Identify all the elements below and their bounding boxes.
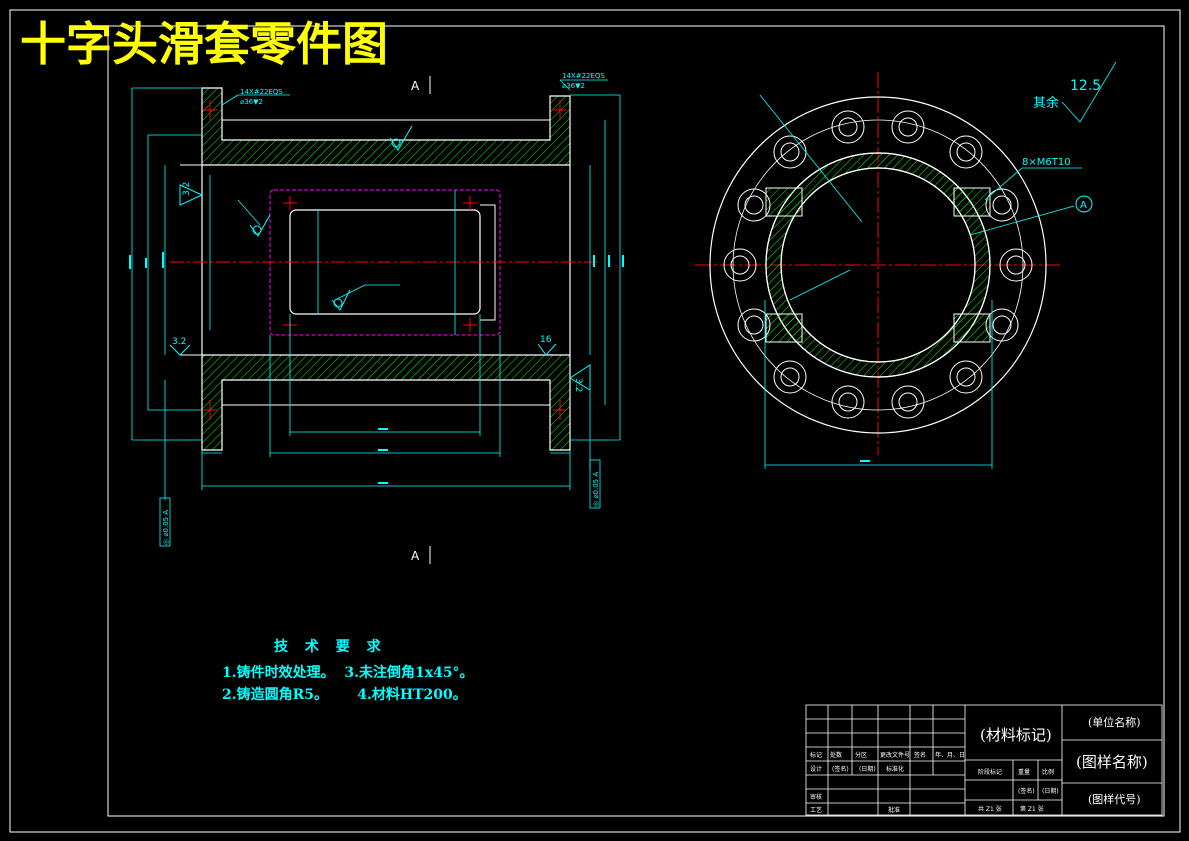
svg-text:◎ ⌀0.05 A: ◎ ⌀0.05 A <box>592 472 600 507</box>
svg-text:更改文件号: 更改文件号 <box>880 751 910 759</box>
svg-text:(图样名称): (图样名称) <box>1076 753 1148 771</box>
svg-text:标准化: 标准化 <box>886 765 904 773</box>
hatched-wall-top <box>201 87 571 166</box>
end-view: A 8×M6T10 其余 12.5 <box>695 61 1117 469</box>
roughness-left-top: 3.2 <box>182 182 192 196</box>
requirement-item-3: 3.未注倒角1x45°。 <box>344 665 474 681</box>
requirements-row-2: 2.铸造圆角R5。 4.材料HT200。 <box>222 684 474 706</box>
svg-text:设计: 设计 <box>810 765 822 773</box>
roughness-right-side: 3.2 <box>573 378 583 392</box>
section-mark-top: A <box>411 79 420 93</box>
requirement-item-4: 4.材料HT200。 <box>357 687 467 703</box>
bore-circle <box>780 167 976 363</box>
title-block <box>805 704 1163 816</box>
requirement-item-1: 1.铸件时效处理。 <box>222 665 335 681</box>
datum-marker <box>1075 195 1093 213</box>
svg-text:重量: 重量 <box>1018 768 1030 776</box>
roughness-left-bottom: 3.2 <box>172 337 186 347</box>
technical-requirements-heading: 技 术 要 求 <box>274 639 387 655</box>
roughness-right-bottom: 16 <box>540 335 552 345</box>
bolt-circle <box>732 119 1024 411</box>
svg-text:比例: 比例 <box>1042 768 1054 776</box>
inner-frame <box>107 25 1165 817</box>
roughness-symbol-left-bottom <box>169 344 191 356</box>
svg-text:审核: 审核 <box>810 793 822 801</box>
svg-text:分区: 分区 <box>855 751 867 759</box>
svg-text:标记: 标记 <box>810 751 822 759</box>
section-view: A A <box>129 72 624 564</box>
rib-blocks <box>765 187 991 343</box>
requirements-row-1: 1.铸件时效处理。 3.未注倒角1x45°。 <box>222 662 474 684</box>
thread-callout-right: 14X#22EQS <box>562 72 605 80</box>
depth-callout-left: ⌀36▼2 <box>240 98 263 106</box>
hatched-wall-bottom <box>201 354 571 451</box>
bolt-hole-callout: 8×M6T10 <box>1022 157 1071 168</box>
svg-text:◎ ⌀0.05 A: ◎ ⌀0.05 A <box>162 510 170 545</box>
thread-callout-left: 14X#22EQS <box>240 88 283 96</box>
svg-text:共 Z1 张: 共 Z1 张 <box>978 805 1002 813</box>
drawing-title: 十字头滑套零件图 <box>20 17 388 71</box>
roughness-symbol-window <box>249 214 351 311</box>
technical-requirements: 技 术 要 求 1.铸件时效处理。 3.未注倒角1x45°。 2.铸造圆角R5。… <box>222 636 474 706</box>
dimension-value-marks <box>129 252 624 484</box>
svg-text:(日期): (日期) <box>859 765 876 773</box>
roughness-symbol-top <box>389 125 413 151</box>
roughness-symbol-right-bottom <box>537 343 557 356</box>
svg-text:(材料标记): (材料标记) <box>980 726 1052 744</box>
svg-text:(图样代号): (图样代号) <box>1088 792 1141 806</box>
svg-text:批准: 批准 <box>888 806 900 814</box>
svg-text:(签名): (签名) <box>1018 787 1035 795</box>
roughness-symbol-left-top <box>179 184 204 206</box>
svg-text:阶段标记: 阶段标记 <box>978 768 1002 776</box>
svg-text:(单位名称): (单位名称) <box>1088 715 1141 729</box>
svg-text:第 Z1 张: 第 Z1 张 <box>1020 805 1044 813</box>
section-mark-bottom: A <box>411 549 420 563</box>
roughness-rest-value: 12.5 <box>1070 78 1101 94</box>
svg-text:(签名): (签名) <box>832 765 849 773</box>
svg-text:工艺: 工艺 <box>810 806 822 814</box>
flange-outer-circle <box>709 96 1047 434</box>
tolerance-frame-left: ◎ ⌀0.05 A <box>159 497 171 547</box>
datum-label: A <box>1080 200 1087 211</box>
outer-frame <box>9 9 1181 833</box>
svg-text:处数: 处数 <box>830 751 842 759</box>
tolerance-frame-right: ◎ ⌀0.05 A <box>589 459 601 509</box>
roughness-rest-label: 其余 <box>1033 95 1059 111</box>
end-view-dimensions <box>759 61 1117 469</box>
bolt-holes <box>723 110 1033 419</box>
svg-text:签名: 签名 <box>914 751 926 759</box>
title-block-text: (材料标记) (单位名称) (图样名称) (图样代号) 标记 处数 分区 更改文… <box>810 715 1148 814</box>
requirement-item-2: 2.铸造圆角R5。 <box>222 687 328 703</box>
svg-text:年、月、日: 年、月、日 <box>935 751 965 759</box>
depth-callout-right: ⌀36▼2 <box>562 82 585 90</box>
roughness-symbol-right-side <box>569 364 591 391</box>
svg-text:(日期): (日期) <box>1042 787 1059 795</box>
